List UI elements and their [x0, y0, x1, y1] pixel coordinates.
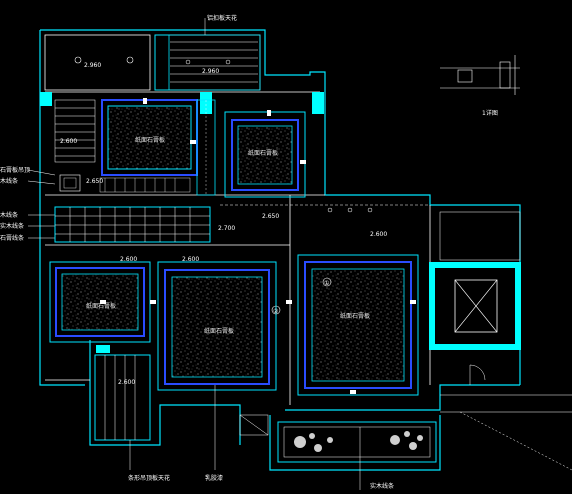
elev-room-5: 2.600: [370, 231, 387, 238]
bottom-annotations: 条形吊顶板天花 乳胶漆 实木线条: [128, 385, 394, 490]
room-5: 纸面石膏板 2.600 ①: [297, 231, 419, 396]
label-left-3: 木线条: [0, 211, 18, 219]
detail-title: 1详图: [482, 109, 498, 117]
room-1-label: 纸面石膏板: [135, 136, 165, 144]
label-left-4: 实木线条: [0, 222, 24, 230]
left-slat-strip: [54, 99, 96, 163]
elev-room-4: 2.600: [182, 256, 199, 263]
elev-top-center: 2.960: [202, 68, 219, 75]
elevator-shaft: [429, 262, 521, 385]
left-annotations: 石膏板吊顶 木线条 木线条 实木线条 石膏线条: [0, 166, 56, 242]
room-2: 纸面石膏板: [224, 111, 306, 198]
middle-slat-strip: 2.700: [54, 206, 235, 243]
elev-top-left: 2.960: [84, 62, 101, 69]
room-2-label: 纸面石膏板: [248, 149, 278, 157]
top-left-room: 2.960: [74, 56, 134, 69]
marker-1: ①: [324, 280, 329, 287]
label-bottom-1: 条形吊顶板天花: [128, 474, 170, 482]
small-box: [239, 414, 269, 436]
bottom-left-slats: 2.600: [94, 354, 151, 441]
ceiling-lights-row: [327, 207, 373, 213]
room-4: 纸面石膏板 2.600 ②: [157, 256, 281, 391]
hatch-band: [99, 177, 191, 193]
room-5-label: 纸面石膏板: [340, 312, 370, 320]
misc-marks: [100, 98, 416, 394]
balcony: [277, 421, 437, 490]
corridor-strip: [196, 99, 216, 196]
elev-vent: 2.650: [86, 178, 103, 185]
elev-left-strip: 2.600: [60, 138, 77, 145]
detail-1: [440, 55, 520, 95]
marker-2: ②: [273, 308, 279, 315]
elev-room-3: 2.600: [120, 256, 137, 263]
vent-box: 2.650: [59, 174, 103, 192]
elev-mid-right: 2.650: [262, 213, 279, 220]
label-bottom-3: 实木线条: [370, 482, 394, 490]
room-1: 纸面石膏板: [101, 99, 198, 176]
room-3-label: 纸面石膏板: [86, 302, 116, 310]
label-bottom-2: 乳胶漆: [205, 474, 223, 482]
columns: [40, 92, 324, 353]
room-3: 纸面石膏板 2.600: [49, 256, 151, 343]
label-left-5: 石膏线条: [0, 234, 24, 242]
elev-mid-slat: 2.700: [218, 225, 235, 232]
label-left-2: 木线条: [0, 177, 18, 185]
label-ceiling-top: 铝扣板天花: [207, 14, 237, 22]
right-area: [439, 211, 572, 471]
slat-ceiling-top: 2.960 铝扣板天花: [154, 14, 261, 91]
elev-bottom-left: 2.600: [118, 379, 135, 386]
room-4-label: 纸面石膏板: [204, 327, 234, 335]
label-left-1: 石膏板吊顶: [0, 166, 30, 174]
outer-walls: [39, 29, 521, 471]
